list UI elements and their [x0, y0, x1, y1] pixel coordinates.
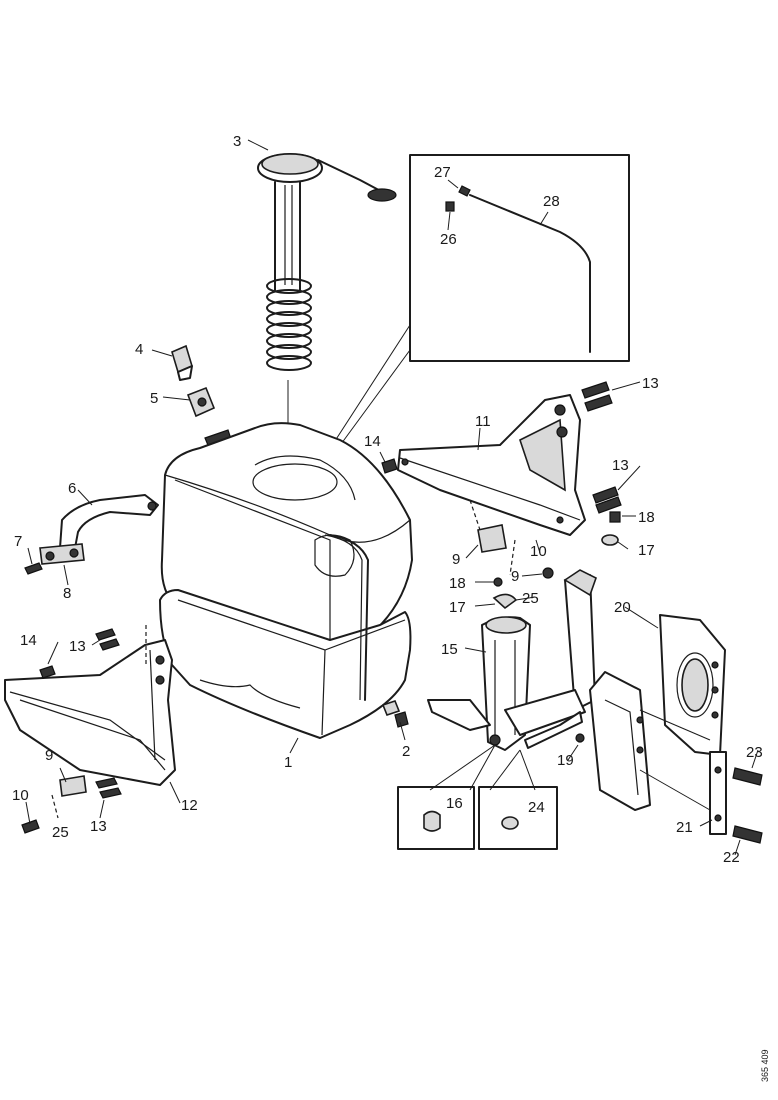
spring-coil — [266, 311, 312, 327]
callout-7: 7 — [14, 533, 22, 550]
callout-21: 21 — [676, 819, 693, 836]
callout-27: 27 — [434, 164, 451, 181]
callout-22: 22 — [723, 849, 740, 866]
callout-18-right: 18 — [638, 509, 655, 526]
callout-5: 5 — [150, 390, 158, 407]
callout-14-left: 14 — [20, 632, 37, 649]
spring-coil — [266, 344, 312, 360]
spring-coil — [266, 355, 312, 371]
callout-28: 28 — [543, 193, 560, 210]
callout-20: 20 — [614, 599, 631, 616]
spring-coil — [266, 300, 312, 316]
detail-inset-box — [409, 154, 630, 362]
callout-26: 26 — [440, 231, 457, 248]
detail-box-16 — [397, 786, 475, 850]
callout-13-left: 13 — [69, 638, 86, 655]
bracket-part-11 — [381, 381, 622, 576]
fuel-level-sender — [257, 153, 397, 480]
callout-13-top-right: 13 — [642, 375, 659, 392]
callout-17-right: 17 — [638, 542, 655, 559]
callout-8-left: 8 — [63, 585, 71, 602]
callout-18-left: 18 — [449, 575, 466, 592]
callout-10-left: 10 — [12, 787, 29, 804]
strap-part-21 — [709, 751, 727, 835]
callout-17-left: 17 — [449, 599, 466, 616]
callout-9-right: 9 — [452, 551, 460, 568]
callout-10-right: 10 — [530, 543, 547, 560]
callout-24: 24 — [528, 799, 545, 816]
callout-labels: 1 2 3 4 5 6 7 8 9 10 25 13 12 14 13 27 2… — [12, 133, 763, 866]
detail-box-24 — [478, 786, 558, 850]
spring-coil — [266, 333, 312, 349]
callout-14-right: 14 — [364, 433, 381, 450]
callout-4: 4 — [135, 341, 143, 358]
callout-23: 23 — [746, 744, 763, 761]
drawing-code: 365 409 — [760, 1049, 770, 1082]
spring-coil — [266, 289, 312, 305]
small-hardware-right — [492, 511, 621, 610]
spring-coil — [266, 278, 312, 294]
bolt-part-22 — [732, 825, 763, 844]
callout-25-left: 25 — [52, 824, 69, 841]
callout-3: 3 — [233, 133, 241, 150]
bracket-part-12 — [4, 625, 176, 834]
callout-9-small: 9 — [511, 568, 519, 585]
callout-2: 2 — [402, 743, 410, 760]
spring-coil — [266, 322, 312, 338]
callout-1: 1 — [284, 754, 292, 771]
callout-6: 6 — [68, 480, 76, 497]
callout-16: 16 — [446, 795, 463, 812]
callout-12: 12 — [181, 797, 198, 814]
bracket-part-15 — [427, 569, 597, 791]
bracket-part-6 — [24, 494, 159, 575]
callout-13-right: 13 — [612, 457, 629, 474]
mounting-plate-20 — [589, 614, 726, 811]
callout-25-right: 25 — [522, 590, 539, 607]
bracket-part-5 — [186, 386, 216, 418]
grommet-part-4 — [171, 344, 193, 381]
callout-15: 15 — [441, 641, 458, 658]
callout-11: 11 — [475, 413, 491, 430]
bolt-part-23 — [732, 767, 763, 786]
callout-9-lower-left: 9 — [45, 747, 53, 764]
fuel-tank — [159, 422, 413, 739]
callout-13-bottom-left: 13 — [90, 818, 107, 835]
callout-19: 19 — [557, 752, 574, 769]
leader-lines — [25, 139, 759, 856]
